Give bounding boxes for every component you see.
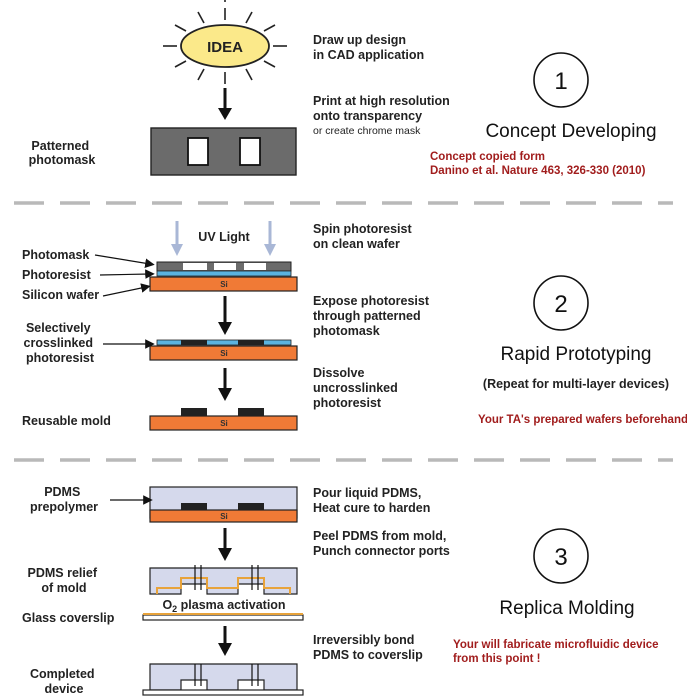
arrow-4 — [218, 528, 232, 561]
patterned-photomask-graphic — [150, 127, 297, 176]
uv-arrows — [171, 221, 276, 256]
pdms-relief-graphic — [149, 565, 298, 595]
desc-spin: Spin photoresist on clean wafer — [313, 222, 415, 251]
reusable-mold-graphic: Si — [149, 408, 298, 431]
completed-device-graphic — [142, 663, 304, 696]
svg-text:Si: Si — [220, 419, 228, 428]
svg-text:1: 1 — [554, 68, 567, 95]
label-photomask: Photomask — [22, 248, 89, 262]
label-silicon-wafer: Silicon wafer — [22, 288, 99, 302]
desc-chrome: or create chrome mask — [313, 125, 421, 137]
label-o2-plasma: O2 plasma activation — [162, 598, 285, 614]
desc-peel: Peel PDMS from mold, Punch connector por… — [313, 529, 450, 558]
idea-rays — [163, 8, 287, 84]
note-concept-credit: Concept copied form Danino et al. Nature… — [430, 151, 646, 177]
svg-text:2: 2 — [554, 291, 567, 318]
label-reusable-mold: Reusable mold — [22, 414, 111, 428]
svg-text:Si: Si — [220, 349, 228, 358]
crosslinked-stack: Si — [149, 339, 298, 361]
desc-print: Print at high resolution onto transparen… — [313, 94, 453, 123]
label-photoresist: Photoresist — [22, 268, 92, 282]
label-uv-light: UV Light — [198, 230, 250, 244]
label-pdms-prepolymer: PDMS prepolymer — [30, 485, 98, 514]
svg-text:Si: Si — [220, 512, 228, 521]
arrow-1 — [218, 88, 232, 120]
label-patterned-photomask: Patterned photomask — [29, 139, 96, 167]
step-1-badge: 1 — [533, 52, 589, 108]
svg-text:Si: Si — [220, 280, 228, 289]
desc-expose: Expose photoresist through patterned pho… — [313, 294, 432, 338]
label-selectively-crosslinked: Selectively crosslinked photoresist — [24, 321, 97, 365]
arrow-3 — [218, 368, 232, 401]
idea-bulb: IDEA — [163, 0, 287, 84]
arrow-2 — [218, 296, 232, 335]
label-pdms-relief: PDMS relief of mold — [28, 566, 101, 595]
label-completed-device: Completed device — [30, 667, 98, 696]
arrow-5 — [218, 626, 232, 656]
step-3-title: Replica Molding — [499, 598, 634, 619]
glass-coverslip-graphic — [142, 613, 304, 621]
note-fabricate: Your will fabricate microfluidic device … — [453, 639, 662, 665]
idea-label: IDEA — [207, 39, 243, 56]
desc-cad: Draw up design in CAD application — [313, 33, 424, 62]
svg-text:3: 3 — [554, 544, 567, 571]
label-glass-coverslip: Glass coverslip — [22, 611, 115, 625]
exposure-stack: Si — [149, 261, 298, 292]
step-2-title: Rapid Prototyping — [500, 344, 651, 365]
step-2-subtitle: (Repeat for multi-layer devices) — [483, 377, 669, 391]
step-2-badge: 2 — [533, 275, 589, 331]
idea-ellipse — [180, 24, 270, 68]
desc-bond: Irreversibly bond PDMS to coverslip — [313, 633, 423, 662]
desc-dissolve: Dissolve uncrosslinked photoresist — [313, 366, 401, 410]
desc-pour: Pour liquid PDMS, Heat cure to harden — [313, 486, 430, 515]
note-ta-prepared: Your TA's prepared wafers beforehand — [478, 414, 687, 426]
pdms-prepolymer-graphic: Si — [149, 486, 298, 523]
step-3-badge: 3 — [533, 528, 589, 584]
step-1-title: Concept Developing — [485, 121, 656, 142]
